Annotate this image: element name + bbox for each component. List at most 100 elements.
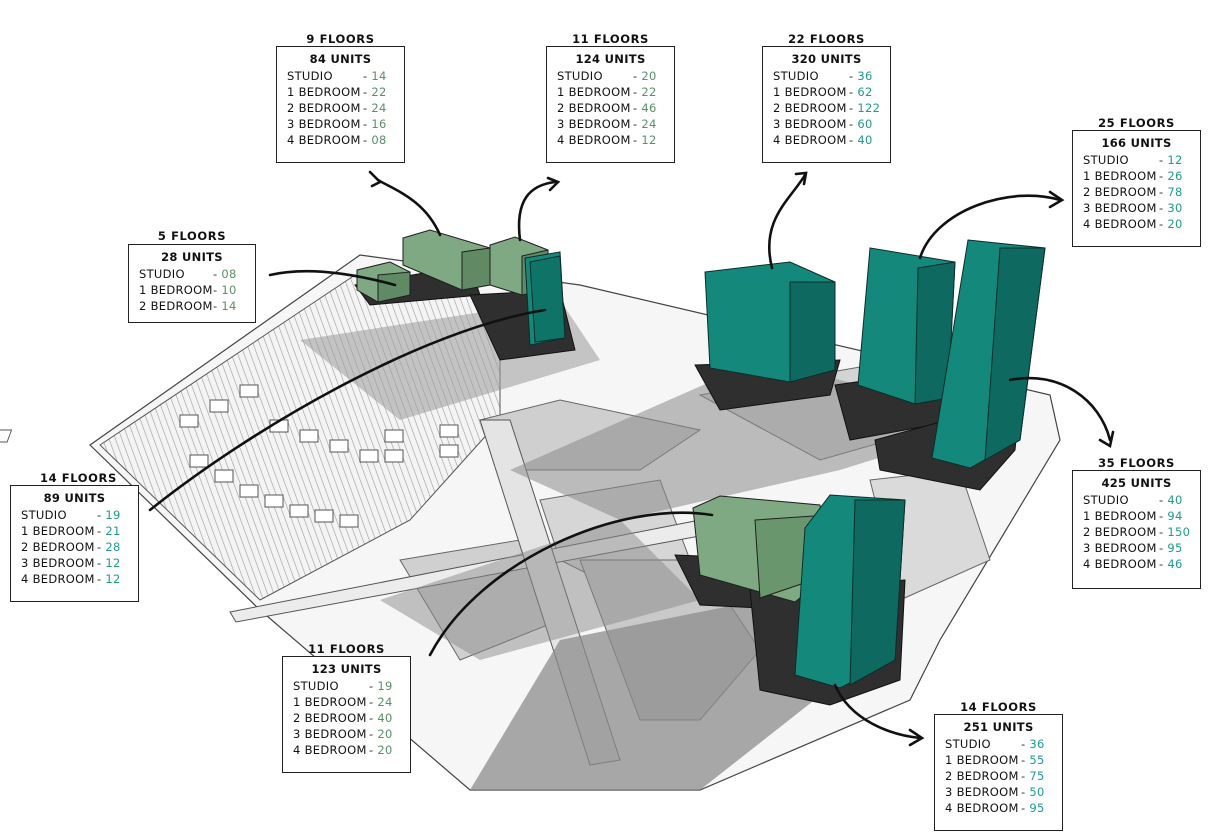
- unit-type-label: 2 BEDROOM: [557, 101, 631, 115]
- arrow-11-floors-bottom: [428, 511, 714, 657]
- callout-35-floors: 35 FLOORS 425 UNITS STUDIO - 40 1 BEDROO…: [1072, 456, 1201, 589]
- unit-type-label: 2 BEDROOM: [773, 101, 847, 115]
- unit-count: 36: [1029, 737, 1045, 751]
- unit-count: 19: [377, 679, 393, 693]
- arrow-35-floors: [1008, 376, 1112, 442]
- callout-14-floors-left: 14 FLOORS 89 UNITS STUDIO - 19 1 BEDROOM…: [10, 471, 139, 602]
- unit-count: 40: [1167, 493, 1183, 507]
- floors-label: 22 FLOORS: [788, 32, 865, 46]
- unit-type-label: 4 BEDROOM: [21, 572, 95, 586]
- arrow-25-floors: [918, 194, 1062, 260]
- unit-row: 2 BEDROOM - 24: [287, 100, 394, 116]
- unit-type-label: 1 BEDROOM: [1083, 509, 1157, 523]
- unit-type-label: STUDIO: [21, 508, 67, 522]
- unit-count: 75: [1029, 769, 1045, 783]
- floors-label: 35 FLOORS: [1098, 456, 1175, 470]
- unit-row: 2 BEDROOM - 75: [945, 768, 1052, 784]
- unit-row: 3 BEDROOM - 95: [1083, 540, 1190, 556]
- unit-count: 22: [371, 85, 387, 99]
- unit-row: 1 BEDROOM - 22: [557, 84, 664, 100]
- unit-count: 21: [105, 524, 121, 538]
- teal-towers: [524, 239, 1046, 689]
- unit-count: 62: [857, 85, 873, 99]
- unit-row: 1 BEDROOM - 22: [287, 84, 394, 100]
- units-total: 320 UNITS: [791, 52, 862, 66]
- unit-row: 3 BEDROOM - 30: [1083, 200, 1190, 216]
- unit-row: 1 BEDROOM - 26: [1083, 168, 1190, 184]
- unit-count: 12: [105, 572, 121, 586]
- unit-row: 4 BEDROOM - 46: [1083, 556, 1190, 572]
- unit-row: STUDIO - 36: [773, 68, 880, 84]
- separator-dash: -: [359, 117, 372, 131]
- separator-dash: -: [1155, 557, 1168, 571]
- unit-count: 24: [377, 695, 393, 709]
- unit-count: 94: [1167, 509, 1183, 523]
- unit-count: 14: [221, 299, 237, 313]
- callout-11-floors-top: 11 FLOORS 124 UNITS STUDIO - 20 1 BEDROO…: [546, 32, 675, 163]
- unit-count: 122: [857, 101, 881, 115]
- separator-dash: -: [93, 508, 106, 522]
- unit-count: 40: [377, 711, 393, 725]
- unit-count: 24: [641, 117, 657, 131]
- unit-row: 3 BEDROOM - 12: [21, 555, 128, 571]
- separator-dash: -: [209, 283, 222, 297]
- arrow-9-floors: [376, 178, 442, 237]
- unit-row: 4 BEDROOM - 20: [293, 742, 400, 758]
- unit-mix-box: 425 UNITS STUDIO - 40 1 BEDROOM - 94 2 B…: [1072, 470, 1201, 589]
- separator-dash: -: [845, 69, 858, 83]
- unit-row: STUDIO - 14: [287, 68, 394, 84]
- arrow-11-floors-top: [517, 180, 557, 242]
- units-total: 425 UNITS: [1101, 476, 1172, 490]
- unit-count: 26: [1167, 169, 1183, 183]
- unit-count: 20: [377, 727, 393, 741]
- unit-type-label: 3 BEDROOM: [1083, 541, 1157, 555]
- unit-count: 150: [1167, 525, 1191, 539]
- separator-dash: -: [629, 101, 642, 115]
- unit-row: 1 BEDROOM - 94: [1083, 508, 1190, 524]
- unit-count: 12: [1167, 153, 1183, 167]
- unit-type-label: 1 BEDROOM: [139, 283, 213, 297]
- separator-dash: -: [1155, 217, 1168, 231]
- unit-mix-box: 124 UNITS STUDIO - 20 1 BEDROOM - 22 2 B…: [546, 46, 675, 163]
- unit-count: 46: [1167, 557, 1183, 571]
- unit-type-label: 2 BEDROOM: [293, 711, 367, 725]
- separator-dash: -: [845, 101, 858, 115]
- unit-mix-box: 320 UNITS STUDIO - 36 1 BEDROOM - 62 2 B…: [762, 46, 891, 163]
- unit-type-label: 2 BEDROOM: [945, 769, 1019, 783]
- callout-5-floors: 5 FLOORS 28 UNITS STUDIO - 08 1 BEDROOM …: [128, 229, 256, 323]
- unit-type-label: STUDIO: [773, 69, 819, 83]
- units-total: 89 UNITS: [43, 491, 106, 505]
- unit-count: 30: [1167, 201, 1183, 215]
- unit-count: 08: [221, 267, 237, 281]
- unit-count: 95: [1029, 801, 1045, 815]
- units-total: 84 UNITS: [309, 52, 372, 66]
- unit-count: 14: [371, 69, 387, 83]
- separator-dash: -: [1017, 753, 1030, 767]
- floors-label: 11 FLOORS: [572, 32, 649, 46]
- unit-type-label: STUDIO: [1083, 153, 1129, 167]
- unit-mix-box: 251 UNITS STUDIO - 36 1 BEDROOM - 55 2 B…: [934, 714, 1063, 831]
- separator-dash: -: [365, 711, 378, 725]
- unit-row: 2 BEDROOM - 40: [293, 710, 400, 726]
- unit-row: 2 BEDROOM - 46: [557, 100, 664, 116]
- unit-row: 2 BEDROOM - 78: [1083, 184, 1190, 200]
- unit-count: 24: [371, 101, 387, 115]
- unit-count: 19: [105, 508, 121, 522]
- unit-type-label: 4 BEDROOM: [293, 743, 367, 757]
- arrow-22-floors: [767, 173, 807, 270]
- unit-type-label: 1 BEDROOM: [1083, 169, 1157, 183]
- floors-label: 14 FLOORS: [40, 471, 117, 485]
- separator-dash: -: [93, 556, 106, 570]
- separator-dash: -: [1155, 493, 1168, 507]
- callout-14-floors-right: 14 FLOORS 251 UNITS STUDIO - 36 1 BEDROO…: [934, 700, 1063, 831]
- separator-dash: -: [845, 117, 858, 131]
- unit-row: 3 BEDROOM - 16: [287, 116, 394, 132]
- unit-type-label: 3 BEDROOM: [945, 785, 1019, 799]
- callout-9-floors: 9 FLOORS 84 UNITS STUDIO - 14 1 BEDROOM …: [276, 32, 405, 163]
- unit-row: 3 BEDROOM - 20: [293, 726, 400, 742]
- callout-11-floors-bottom: 11 FLOORS 123 UNITS STUDIO - 19 1 BEDROO…: [282, 642, 411, 773]
- floors-label: 25 FLOORS: [1098, 116, 1175, 130]
- separator-dash: -: [1155, 169, 1168, 183]
- separator-dash: -: [1017, 785, 1030, 799]
- unit-mix-box: 28 UNITS STUDIO - 08 1 BEDROOM - 10 2 BE…: [128, 244, 256, 323]
